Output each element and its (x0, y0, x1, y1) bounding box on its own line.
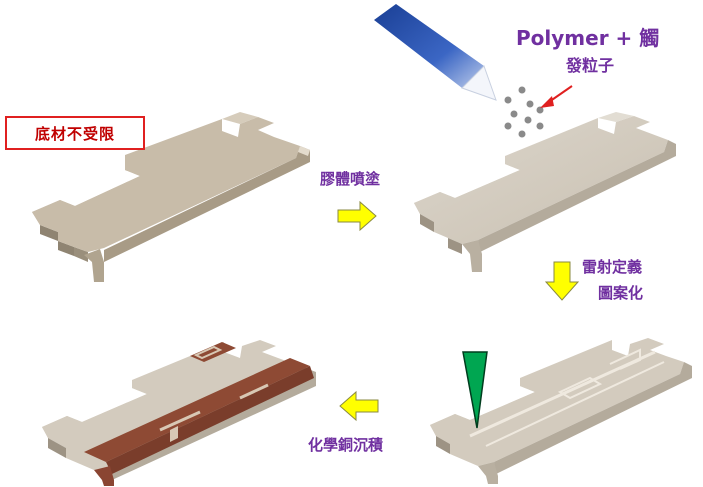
spray-label: 膠體噴塗 (320, 170, 381, 188)
substrate-label: 底材不受限 (5, 116, 145, 150)
flow-arrow-left (339, 390, 379, 422)
substrate-coated (414, 112, 676, 272)
substrate-raw (32, 112, 310, 282)
polymer-label: Polymer + 觸 (516, 26, 660, 50)
particle-cloud (504, 86, 544, 138)
laser-label-line2: 圖案化 (598, 284, 644, 302)
catalyst-label: 發粒子 (566, 56, 615, 75)
laser-label-line1: 雷射定義 (582, 258, 643, 276)
flow-arrow-down (544, 261, 580, 301)
flow-arrow-right (337, 200, 377, 232)
substrate-copper (42, 340, 316, 486)
copper-label: 化學銅沉積 (308, 436, 384, 454)
pointer-arrow (540, 85, 573, 108)
substrate-laser (430, 338, 692, 484)
laser-beam-icon (462, 351, 488, 429)
spray-nozzle-icon (374, 4, 497, 101)
